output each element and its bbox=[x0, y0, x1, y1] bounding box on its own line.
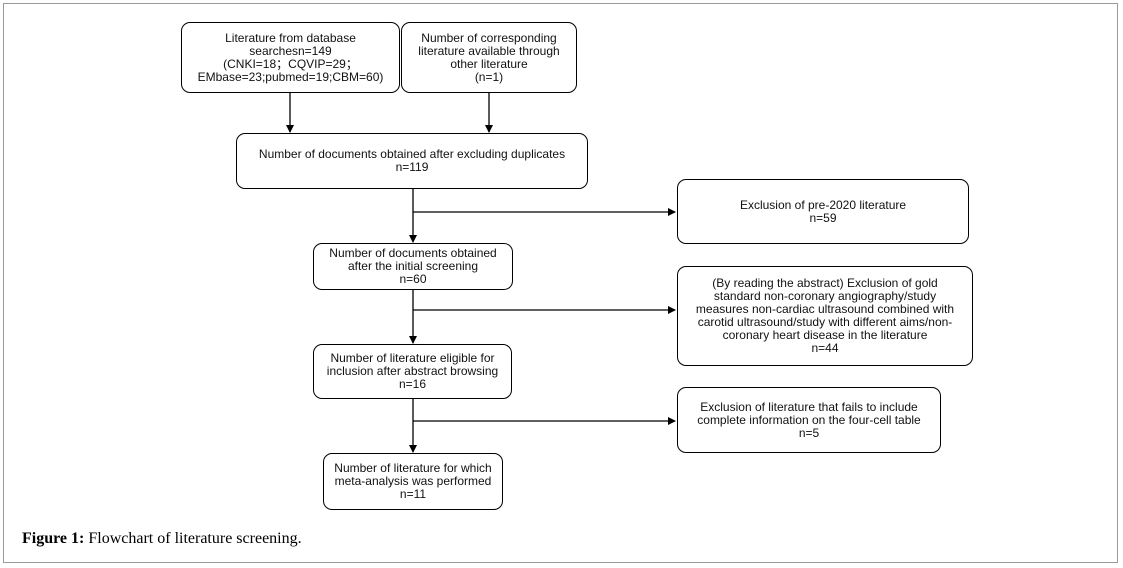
exclude-pre2020-box: Exclusion of pre-2020 literature n=59 bbox=[677, 179, 969, 244]
box-line: n=44 bbox=[811, 341, 839, 355]
box-line: n=59 bbox=[809, 210, 837, 225]
box-line: n=5 bbox=[798, 425, 820, 440]
box-line: Number of documents obtained bbox=[329, 246, 497, 260]
box-line: complete information on the four-cell ta… bbox=[697, 412, 921, 427]
box-line: Number of literature for which bbox=[334, 461, 492, 475]
box-line: inclusion after abstract browsing bbox=[326, 364, 499, 378]
box-line: (CNKI=18；CQVIP=29； bbox=[223, 56, 358, 71]
box-line: Exclusion of literature that fails to in… bbox=[700, 399, 918, 414]
caption-label: Figure 1: bbox=[22, 530, 85, 547]
box-line: Number of corresponding bbox=[421, 30, 557, 45]
box-line: n=119 bbox=[395, 160, 429, 174]
meta-analysis-box: Number of literature for which meta-anal… bbox=[323, 453, 503, 510]
other-literature-box: Number of corresponding literature avail… bbox=[401, 22, 577, 93]
box-line: (By reading the abstract) Exclusion of g… bbox=[712, 276, 938, 290]
box-line: measures non-cardiac ultrasound combined… bbox=[695, 302, 955, 316]
box-line: (n=1) bbox=[474, 69, 504, 84]
box-line: n=60 bbox=[399, 272, 427, 286]
abstract-browsing-box: Number of literature eligible for inclus… bbox=[313, 344, 512, 399]
after-duplicates-box: Number of documents obtained after exclu… bbox=[236, 133, 588, 189]
box-line: standard non-coronary angiography/study bbox=[713, 289, 937, 303]
figure-caption: Figure 1: Flowchart of literature screen… bbox=[22, 530, 302, 548]
caption-text: Flowchart of literature screening. bbox=[84, 530, 302, 547]
box-line: other literature bbox=[450, 56, 528, 71]
exclude-fourcell-box: Exclusion of literature that fails to in… bbox=[677, 387, 941, 453]
exclude-abstract-box: (By reading the abstract) Exclusion of g… bbox=[677, 266, 973, 366]
box-line: Number of literature eligible for bbox=[330, 351, 495, 365]
box-line: carotid ultrasound/study with different … bbox=[697, 315, 953, 329]
box-line: n=16 bbox=[398, 377, 427, 391]
box-line: Number of documents obtained after exclu… bbox=[258, 147, 566, 161]
initial-screening-box: Number of documents obtained after the i… bbox=[313, 243, 513, 290]
box-line: n=11 bbox=[399, 487, 427, 501]
box-line: Literature from database bbox=[225, 30, 356, 45]
box-line: searchesn=149 bbox=[249, 43, 332, 58]
box-line: coronary heart disease in the literature bbox=[722, 328, 928, 342]
box-line: meta-analysis was performed bbox=[334, 474, 492, 488]
box-line: Exclusion of pre-2020 literature bbox=[739, 197, 907, 212]
box-line: after the initial screening bbox=[347, 259, 479, 273]
box-line: EMbase=23;pubmed=19;CBM=60) bbox=[197, 69, 384, 84]
box-line: literature available through bbox=[418, 43, 560, 58]
database-search-box: Literature from database searchesn=149 (… bbox=[181, 22, 400, 93]
